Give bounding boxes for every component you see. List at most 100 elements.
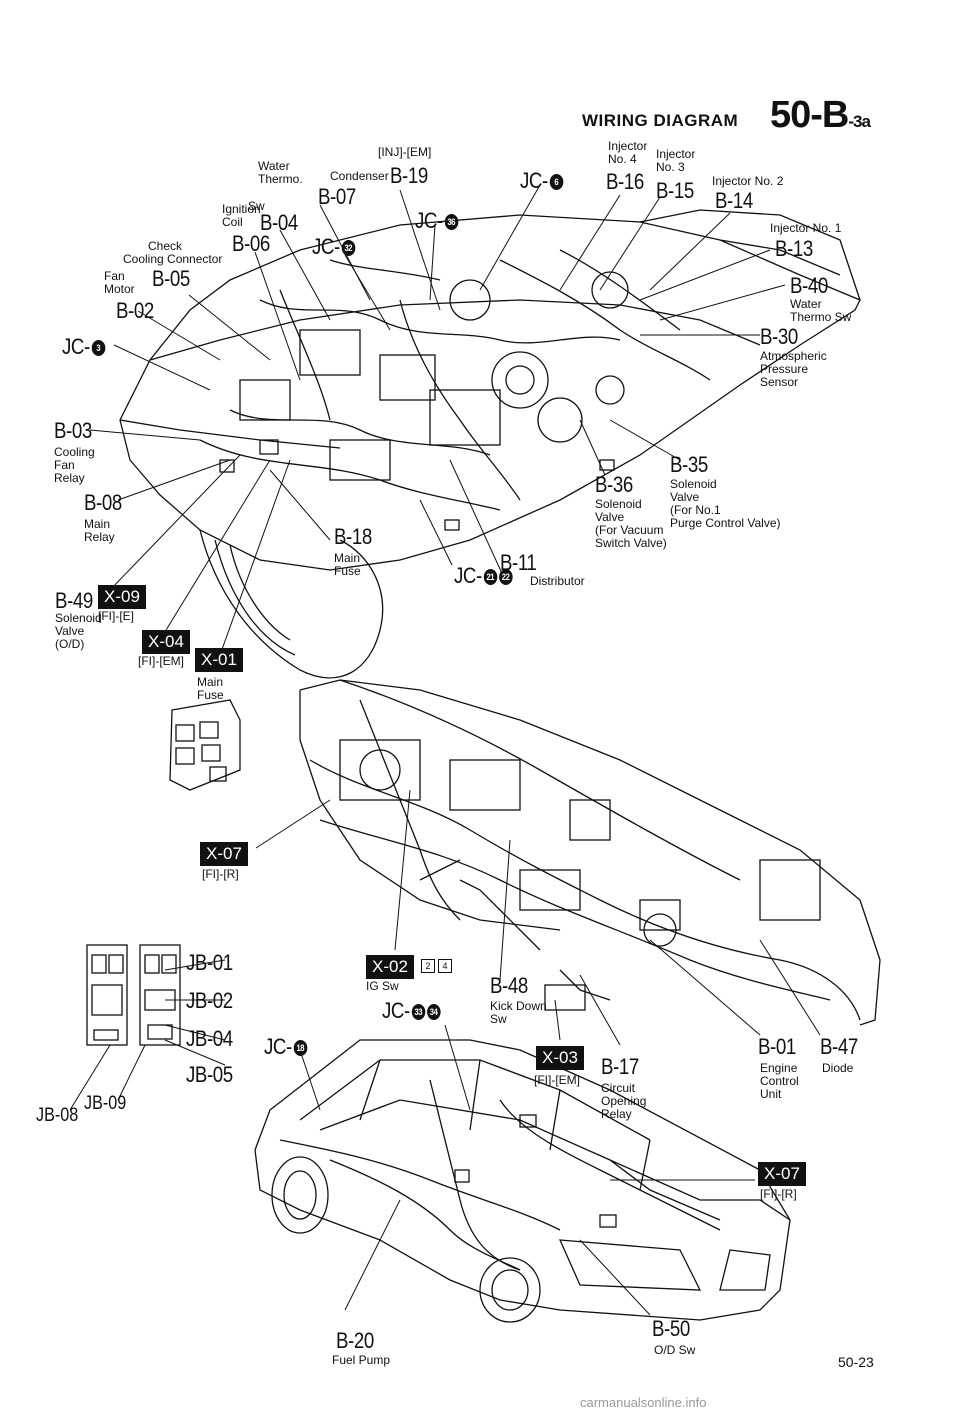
b06-code: B-06 — [232, 231, 270, 256]
b36-desc-line4: Switch Valve) — [595, 536, 667, 550]
b50-desc: O/D Sw — [654, 1343, 696, 1357]
b11-desc: Distributor — [530, 574, 585, 588]
b08-desc-line1: Main — [84, 517, 111, 531]
b48-desc-line1: Kick Down — [490, 999, 547, 1013]
b18-desc: Main Fuse — [334, 552, 361, 578]
jc2122-prefix: JC- — [454, 563, 482, 588]
header-code-suffix: -3a — [848, 112, 871, 131]
b19-code: B-19 — [390, 163, 428, 188]
b36-code: B-36 — [595, 472, 633, 497]
b49-desc-line3: (O/D) — [55, 637, 85, 651]
x09-tag: [FI]-[E] — [98, 609, 134, 623]
jc36-number: 36 — [444, 214, 459, 231]
b01-desc: Engine Control Unit — [760, 1062, 799, 1101]
jc3-label: JC-3 — [62, 336, 106, 358]
jc2122-number2: 22 — [498, 569, 513, 586]
b04-code: B-04 — [260, 210, 298, 235]
b08-code: B-08 — [84, 490, 122, 515]
b01-desc-line2: Control — [760, 1074, 799, 1088]
b02-desc-line1: Cooling — [123, 252, 164, 266]
x02-connector-box: X-02 — [366, 955, 414, 979]
b02-code: B-02 — [116, 298, 154, 323]
b04-desc-line2: Coil — [222, 215, 243, 229]
b49-desc-line2: Valve — [55, 624, 85, 638]
jc6-label: JC-6 — [520, 168, 564, 193]
jc32-label: JC-32 — [312, 236, 356, 258]
b36-desc-line2: Valve — [595, 510, 625, 524]
b17-desc-line3: Relay — [601, 1107, 632, 1121]
b11-code: B-11 — [500, 550, 537, 575]
jc6-number: 6 — [549, 174, 564, 191]
b08-desc: Main Relay — [84, 518, 115, 544]
b17-desc: Circuit Opening Relay — [601, 1082, 646, 1121]
header-title: WIRING DIAGRAM — [582, 111, 739, 130]
page-number: 50-23 — [838, 1354, 874, 1370]
b47-desc: Diode — [822, 1061, 854, 1075]
x02-pin-4: 4 — [438, 958, 452, 973]
x03-connector-box: X-03 — [536, 1046, 584, 1070]
b48-code: B-48 — [490, 973, 528, 998]
b30-desc: Atmospheric Pressure Sensor — [760, 350, 827, 389]
b01-desc-line1: Engine — [760, 1061, 798, 1075]
header-code: 50-B-3a — [770, 94, 871, 137]
b02-desc-line2: Fan — [104, 269, 125, 283]
b04-desc-line1: Ignition — [222, 202, 261, 216]
jb04-label: JB-04 — [186, 1026, 233, 1051]
jc6-prefix: JC- — [520, 168, 548, 193]
x09-connector-box: X-09 — [98, 585, 146, 609]
b40-desc: Water Thermo Sw — [790, 298, 851, 324]
jb01-label: JB-01 — [186, 950, 233, 975]
b35-desc-line1: Solenoid — [670, 477, 717, 491]
b05-desc-line2: Connector — [167, 252, 223, 266]
jc36-label: JC-36 — [415, 210, 459, 232]
b19-tag: [INJ]-[EM] — [378, 145, 432, 159]
b18-code: B-18 — [334, 524, 372, 549]
jc2122-number1: 21 — [483, 569, 498, 586]
b07-desc-sw: Sw — [248, 199, 265, 213]
b04-desc: Ignition Coil — [222, 203, 261, 229]
b13-code: B-13 — [775, 236, 813, 261]
b20-code: B-20 — [336, 1328, 374, 1353]
x07-tag-bottom: [FI]-[R] — [760, 1187, 797, 1201]
b03-desc-line3: Relay — [54, 471, 85, 485]
leader-lines — [69, 184, 821, 1316]
b07-desc-line2: Thermo. — [258, 172, 303, 186]
dashboard-drawing — [299, 679, 881, 1026]
jc3-number: 3 — [91, 340, 106, 357]
b14-code: B-14 — [715, 188, 753, 213]
x04-tag: [FI]-[EM] — [138, 654, 184, 668]
b17-desc-line2: Opening — [601, 1094, 647, 1108]
b30-desc-line1: Atmospheric — [760, 349, 827, 363]
jc18-prefix: JC- — [264, 1034, 292, 1059]
b30-desc-line2: Pressure — [760, 362, 809, 376]
b02-desc-line3: Motor — [104, 282, 135, 296]
jb02-label: JB-02 — [186, 988, 233, 1013]
b13-desc: Injector No. 1 — [770, 221, 842, 235]
b01-desc-line3: Unit — [760, 1087, 782, 1101]
b49-desc-line1: Solenoid — [55, 611, 102, 625]
x02-pin-2: 2 — [421, 958, 435, 973]
b36-desc: Solenoid Valve (For Vacuum Switch Valve) — [595, 498, 667, 550]
b15-desc-line2: No. 3 — [656, 160, 685, 174]
car-body-drawing — [254, 1039, 791, 1323]
b35-desc-line4: Purge Control Valve) — [670, 516, 781, 530]
jc3334-number1: 33 — [411, 1004, 426, 1021]
b05-cooling-connector-line: Cooling Connector — [123, 253, 222, 266]
b19-desc: Condenser — [330, 169, 389, 183]
b05-desc: Check Cooling Connector — [123, 240, 222, 266]
b16-desc-line1: Injector — [608, 139, 648, 153]
b07-desc-line1: Water — [258, 159, 290, 173]
b07-desc: Water Thermo. — [258, 160, 303, 186]
b40-code: B-40 — [790, 273, 828, 298]
b18-desc-line1: Main — [334, 551, 361, 565]
header-code-main: 50-B — [770, 94, 849, 136]
b03-desc-line1: Cooling — [54, 445, 95, 459]
b16-desc: Injector No. 4 — [608, 140, 647, 166]
b48-desc-line2: Sw — [490, 1012, 507, 1026]
junction-block-drawing — [86, 944, 181, 1046]
main-fuse-box-drawing — [169, 699, 241, 791]
